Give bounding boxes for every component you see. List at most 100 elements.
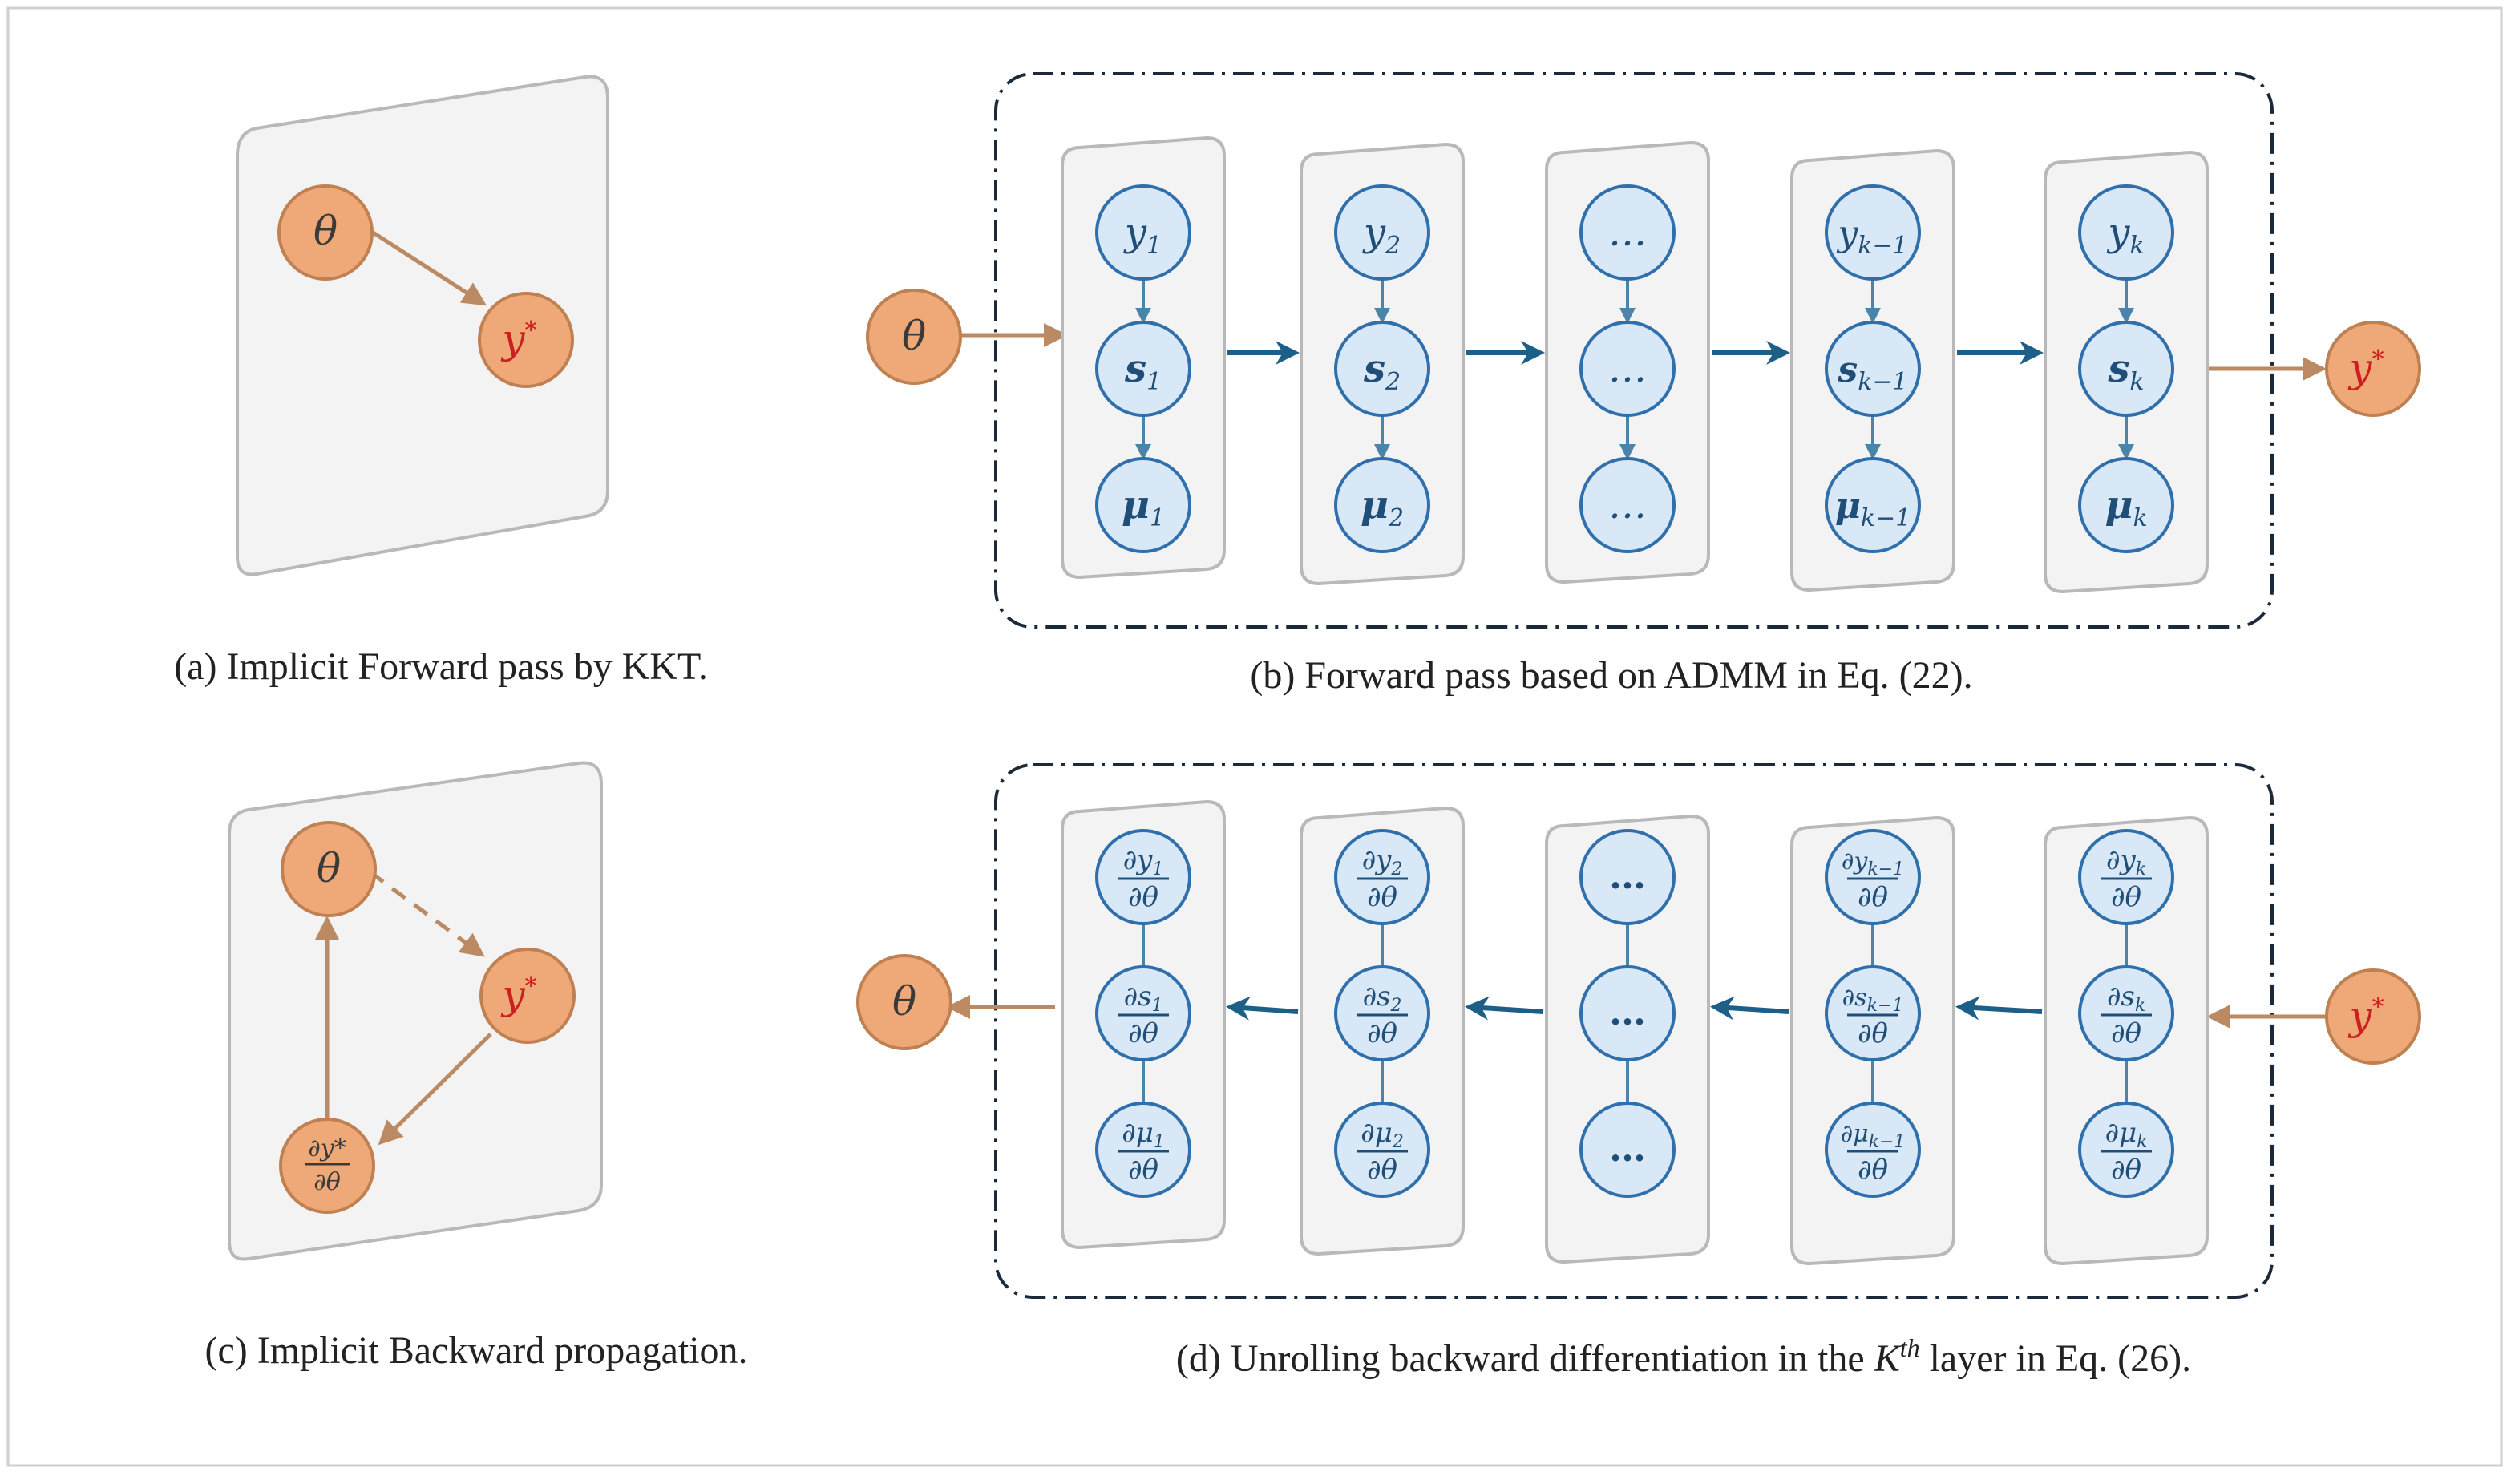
forward-node-label-y-4: yk−1 [1836,213,1907,260]
panel-a: θ y* [236,75,609,576]
forward-node-label-y-2: y2 [1362,210,1401,260]
backward-theta-label: θ [892,978,916,1025]
backward-node-denominator-dy-2: ∂θ [1367,881,1397,913]
caption-b: (b) Forward pass based on ADMM in Eq. (2… [1250,654,1972,697]
backward-node-dmu-3 [1579,1102,1676,1198]
panel-c-arrow-y-to-grad [378,1033,492,1146]
forward-y-star-node [2325,321,2421,417]
backward-node-numerator-ds-4: ∂sk−1 [1842,984,1904,1016]
backward-layer-arrow-2 [1465,996,1544,1021]
panel-b-dashdot-frame [994,72,2274,629]
backward-node-dy-1 [1095,829,1191,925]
backward-node-dy-4 [1825,829,1921,925]
forward-node-label-y-5: yk [2106,210,2144,260]
panel-c: θ y* ∂y* ∂θ [228,761,603,1261]
backward-node-denominator-dy-1: ∂θ [1128,881,1158,913]
backward-node-label-ds-3: … [1609,990,1646,1033]
forward-node-y-1 [1095,184,1191,281]
forward-node-mu-2 [1334,457,1430,553]
forward-node-label-y-3: … [1608,210,1647,255]
backward-node-denominator-ds-2: ∂θ [1367,1017,1397,1049]
backward-node-numerator-dy-5: ∂yk [2106,844,2146,879]
backward-node-ds-3 [1579,965,1676,1061]
backward-node-label-dy-3: … [1609,854,1646,897]
forward-node-label-mu-5: μk [2105,483,2147,532]
backward-node-denominator-ds-4: ∂θ [1858,1017,1888,1049]
forward-node-y-3 [1579,184,1676,281]
backward-node-ds-4 [1825,965,1921,1061]
backward-node-numerator-ds-2: ∂s2 [1362,981,1401,1016]
backward-node-numerator-dy-4: ∂yk−1 [1842,847,1904,879]
forward-node-mu-3 [1579,457,1676,553]
forward-node-y-5 [2078,184,2174,281]
backward-node-denominator-dy-5: ∂θ [2111,881,2141,913]
forward-theta-node [866,289,962,385]
backward-node-denominator-dmu-4: ∂θ [1858,1154,1888,1186]
forward-node-s-2 [1334,321,1430,417]
forward-node-s-3 [1579,321,1676,417]
backward-node-dmu-4 [1825,1102,1921,1198]
backward-node-dmu-5 [2078,1102,2174,1198]
backward-node-denominator-dmu-1: ∂θ [1128,1154,1158,1186]
caption-d: (d) Unrolling backward differentiation i… [1176,1333,2191,1380]
backward-node-label-dmu-3: … [1609,1126,1646,1170]
backward-node-numerator-ds-1: ∂s1 [1123,981,1162,1016]
panel-c-gradient-numerator: ∂y* [308,1134,346,1163]
backward-node-numerator-dy-2: ∂y2 [1362,844,1403,879]
backward-node-dmu-2 [1334,1102,1430,1198]
backward-node-numerator-ds-5: ∂sk [2107,981,2145,1016]
forward-node-y-2 [1334,184,1430,281]
panel-c-gradient-denominator: ∂θ [313,1168,341,1196]
forward-node-label-s-4: sk−1 [1837,350,1907,396]
forward-node-label-mu-3: … [1608,483,1647,528]
backward-node-numerator-dy-1: ∂y1 [1123,844,1164,879]
forward-theta-label: θ [902,313,926,359]
panel-c-gradient-node [279,1118,375,1214]
backward-node-ds-2 [1334,965,1430,1061]
forward-node-label-s-5: sk [2107,346,2144,396]
caption-c: (c) Implicit Backward propagation. [204,1329,747,1372]
forward-node-s-5 [2078,321,2174,417]
caption-a: (a) Implicit Forward pass by KKT. [174,645,708,688]
backward-layer-arrow-4 [1955,996,2043,1021]
forward-node-y-4 [1825,184,1921,281]
backward-node-dy-5 [2078,829,2174,925]
forward-node-s-1 [1095,321,1191,417]
panel-c-y-star-node [479,948,576,1044]
forward-node-label-mu-4: μk−1 [1835,486,1911,532]
panel-c-dashed-arrow-theta-to-y [369,870,485,957]
forward-node-mu-1 [1095,457,1191,553]
panel-c-y-star-label: y* [500,972,536,1018]
forward-node-mu-5 [2078,457,2174,553]
backward-node-dy-3 [1579,829,1676,925]
panel-d-dashdot-frame [994,763,2274,1299]
backward-node-denominator-dmu-2: ∂θ [1367,1154,1397,1186]
backward-theta-node [856,954,952,1050]
backward-node-denominator-dmu-5: ∂θ [2111,1154,2141,1186]
forward-node-label-s-2: s2 [1363,346,1401,396]
panel-a-y-star-node [478,292,574,388]
forward-node-label-mu-1: μ1 [1122,483,1165,532]
forward-node-label-s-3: … [1608,346,1647,391]
forward-node-mu-4 [1825,457,1921,553]
forward-node-label-y-1: y1 [1123,210,1162,260]
backward-node-denominator-ds-1: ∂θ [1128,1017,1158,1049]
backward-node-numerator-dmu-4: ∂μk−1 [1841,1120,1906,1152]
backward-node-numerator-dmu-1: ∂μ1 [1122,1117,1165,1152]
forward-node-s-4 [1825,321,1921,417]
backward-y-star-label: y* [2347,993,2384,1039]
backward-y-star-node [2325,968,2421,1065]
backward-node-dmu-1 [1095,1102,1191,1198]
panel-a-theta-label: θ [313,208,338,254]
panel-a-y-star-label: y* [500,316,536,362]
panel-c-theta-node [281,821,377,917]
backward-node-ds-5 [2078,965,2174,1061]
backward-node-denominator-ds-5: ∂θ [2111,1017,2141,1049]
panel-a-theta-node [277,184,374,281]
backward-node-dy-2 [1334,829,1430,925]
forward-node-label-s-1: s1 [1124,346,1162,396]
backward-node-numerator-dmu-5: ∂μk [2105,1117,2147,1152]
